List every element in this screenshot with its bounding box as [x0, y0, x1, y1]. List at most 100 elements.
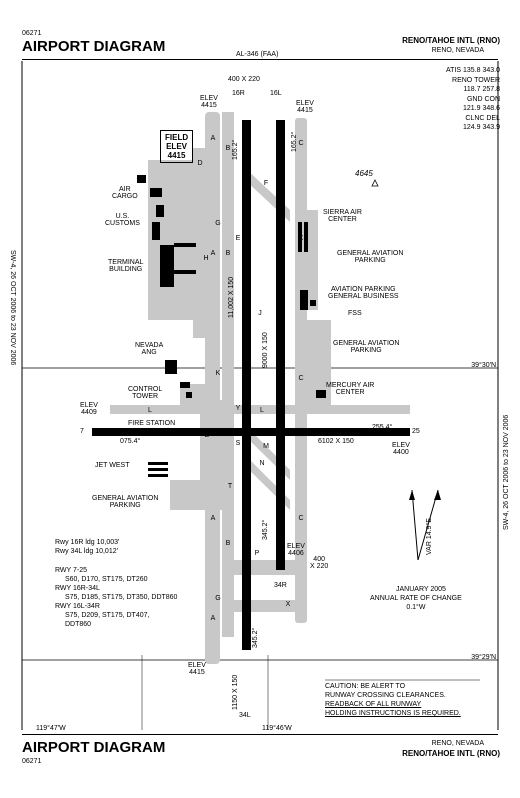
caution-notice: CAUTION: BE ALERT TO RUNWAY CROSSING CLE…: [325, 682, 461, 718]
footer-doc-code: 06271: [22, 758, 42, 765]
taxiway-label-a-0: A: [211, 135, 216, 142]
taxiway-label-l-0: L: [148, 407, 152, 414]
label-mercury-air: MERCURY AIR CENTER: [326, 382, 375, 396]
north-arrowhead: [409, 490, 415, 500]
apron-sierra: [298, 210, 318, 310]
runway-16r-dims: 11,002 X 150: [228, 276, 235, 318]
runway-34r-label: 34R: [274, 582, 287, 589]
runway-16l-label: 16L: [270, 90, 282, 97]
taxiway-label-h-0: H: [203, 255, 208, 262]
concourse-2: [174, 270, 196, 274]
caution-line-4: HOLDING INSTRUCTIONS IS REQUIRED.: [325, 710, 461, 717]
apron-ga-south: [170, 480, 210, 510]
runway-7-25: [92, 428, 410, 436]
runway-7-25-dims: 6102 X 150: [318, 438, 354, 445]
variation-notes: JANUARY 2005: [396, 585, 446, 594]
freq-clearance: CLNC DEL: [465, 114, 500, 122]
ldg-16r: Rwy 16R ldg 10,003': [55, 539, 120, 546]
variation-text: ANNUAL RATE OF CHANGE: [370, 595, 462, 602]
field-elev-value: 4415: [167, 151, 186, 160]
building-terminal-2: [160, 245, 174, 287]
label-air-cargo: AIR CARGO: [112, 186, 138, 200]
concourse-1: [174, 243, 196, 247]
building-jetwest-2: [148, 468, 168, 471]
label-terminal: TERMINAL BUILDING: [108, 259, 144, 273]
lon-left-label: 119°47'W: [36, 725, 66, 732]
caution-line-3: READBACK OF ALL RUNWAY: [325, 701, 422, 708]
taxiway-label-j-0: J: [258, 310, 262, 317]
building-cargo-1: [137, 175, 146, 183]
building-fire-station: [186, 392, 192, 398]
building-tower: [180, 382, 190, 388]
str-16r-34l-values: S75, D185, ST175, DT350, DDT860: [65, 594, 178, 601]
right-margin-validity: SW-4, 26 OCT 2006 to 23 NOV 2006: [503, 414, 510, 530]
taxiway-label-c-0: C: [298, 140, 303, 147]
elev-34l-label: ELEV 4415: [188, 662, 206, 676]
taxiway-label-b-0: B: [226, 145, 231, 152]
taxiway-label-c-2: C: [298, 375, 303, 382]
apron-tower: [180, 384, 210, 414]
freq-ground: GND CON: [466, 95, 500, 103]
lat-lower-label: 39°29'N: [471, 654, 496, 661]
heading-25-label: 255.4°: [372, 424, 393, 431]
taxiway-label-s-0: S: [236, 440, 241, 447]
taxiway-areas: [110, 112, 410, 664]
caution-line-2: RUNWAY CROSSING CLEARANCES.: [325, 692, 446, 699]
runway-25-label: 25: [412, 428, 420, 435]
building-fss: [310, 300, 316, 306]
heading-34l-label: 345.2°: [252, 627, 259, 648]
taxiway-label-k-0: K: [216, 370, 221, 377]
airport-city: RENO, NEVADA: [431, 47, 484, 54]
elev-rwy-7-label: ELEV 4409: [80, 402, 98, 416]
building-terminal-1: [152, 222, 160, 240]
label-fss: FSS: [348, 310, 362, 317]
taxiway-label-m-0: M: [263, 443, 269, 450]
caution-line-1: CAUTION: BE ALERT TO: [325, 683, 406, 690]
building-jetwest-3: [148, 474, 168, 477]
taxiway-label-e-0: E: [236, 235, 241, 242]
runway-16r-34l: [242, 120, 251, 650]
footer-rule: [22, 734, 498, 735]
taxiway-label-x-0: X: [286, 601, 291, 608]
freq-ground-values: 121.9 348.6: [463, 105, 500, 112]
taxiway-label-a-1: A: [211, 250, 216, 257]
building-sierra-2: [304, 222, 308, 252]
label-ga-parking-3: GENERAL AVIATION PARKING: [92, 495, 159, 509]
obstacle-icon: [371, 179, 379, 187]
runway-34l-label: 34L: [239, 712, 251, 719]
taxiway-label-b-1: B: [226, 250, 231, 257]
taxiway-label-c-1: C: [298, 235, 303, 242]
runways: [92, 120, 410, 650]
runway-strengths: RWY 7-25 S60, D170, ST175, DT260 RWY 16R…: [55, 566, 177, 629]
buildings: [137, 175, 326, 477]
overrun-south-label: 1150 X 150: [232, 674, 239, 710]
taxiway-label-p-0: P: [255, 550, 260, 557]
building-customs: [156, 205, 164, 217]
freq-tower: RENO TOWER: [452, 76, 500, 84]
str-16r-34l: RWY 16R-34L: [55, 585, 100, 592]
field-elevation-box: FIELD ELEV 4415: [160, 130, 194, 163]
frequency-block: ATIS 135.8 343.0 RENO TOWER 118.7 257.8 …: [446, 66, 500, 133]
taxiway-l: [110, 405, 410, 414]
footer-airport: RENO/TAHOE INTL (RNO): [402, 749, 500, 758]
footer-city: RENO, NEVADA: [431, 740, 484, 747]
true-north-arrow: [411, 489, 419, 561]
left-margin-validity: SW-4, 26 OCT 2006 to 23 NOV 2006: [9, 250, 16, 366]
elev-rwy-25-label: ELEV 4400: [392, 442, 410, 456]
building-sierra-1: [298, 222, 302, 252]
building-mercury: [316, 390, 326, 398]
lat-upper-label: 39°30'N: [471, 362, 496, 369]
variation-date: JANUARY 2005: [396, 586, 446, 593]
taxiway-label-y-0: Y: [236, 405, 241, 412]
airport-name: RENO/TAHOE INTL (RNO): [402, 36, 500, 45]
landing-distances: Rwy 16R ldg 10,003' Rwy 34L ldg 10,012': [55, 538, 119, 556]
taxiway-p: [225, 560, 300, 575]
page-title: AIRPORT DIAGRAM: [22, 38, 166, 55]
heading-34r-label: 345.2°: [262, 519, 269, 540]
taxiway-label-t-0: T: [228, 483, 233, 490]
str-16l-34r-values-2: DDT860: [65, 621, 92, 628]
variation-rate: 0.1°W: [406, 604, 426, 611]
building-ang: [165, 360, 177, 374]
label-sierra-air: SIERRA AIR CENTER: [323, 209, 362, 223]
